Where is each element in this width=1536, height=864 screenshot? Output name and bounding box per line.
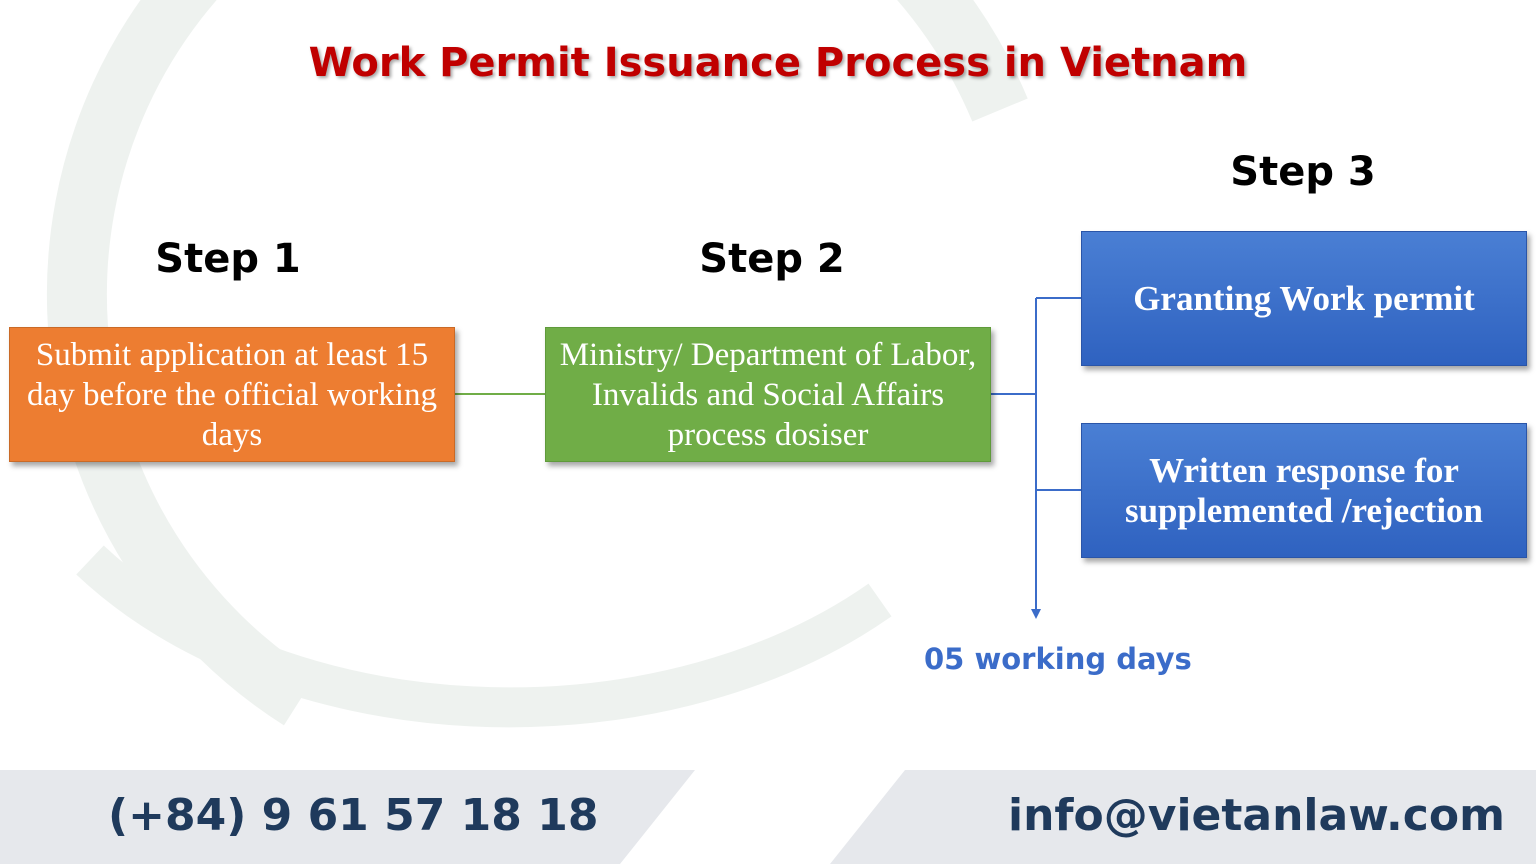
- step-2-box: Ministry/ Department of Labor, Invalids …: [545, 327, 991, 462]
- outcome-written-response-text: Written response for supplemented /rejec…: [1124, 450, 1484, 530]
- footer-band: [0, 770, 1536, 864]
- step-1-text: Submit application at least 15 day befor…: [27, 336, 437, 453]
- outcome-granting-box: Granting Work permit: [1081, 231, 1527, 366]
- footer-email: info@vietanlaw.com: [1008, 790, 1505, 841]
- step-2-label: Step 2: [699, 236, 845, 282]
- step-1-label: Step 1: [155, 236, 301, 282]
- outcome-written-response-box: Written response for supplemented /rejec…: [1081, 423, 1527, 558]
- step-3-label: Step 3: [1230, 149, 1376, 195]
- arrow-head-down: [1031, 609, 1041, 619]
- footer-phone: (+84) 9 61 57 18 18: [108, 790, 599, 841]
- step-2-text: Ministry/ Department of Labor, Invalids …: [559, 336, 977, 453]
- step-1-box: Submit application at least 15 day befor…: [9, 327, 455, 462]
- diagram-title: Work Permit Issuance Process in Vietnam: [308, 40, 1248, 86]
- outcome-granting-text: Granting Work permit: [1133, 278, 1475, 318]
- duration-note: 05 working days: [924, 642, 1192, 676]
